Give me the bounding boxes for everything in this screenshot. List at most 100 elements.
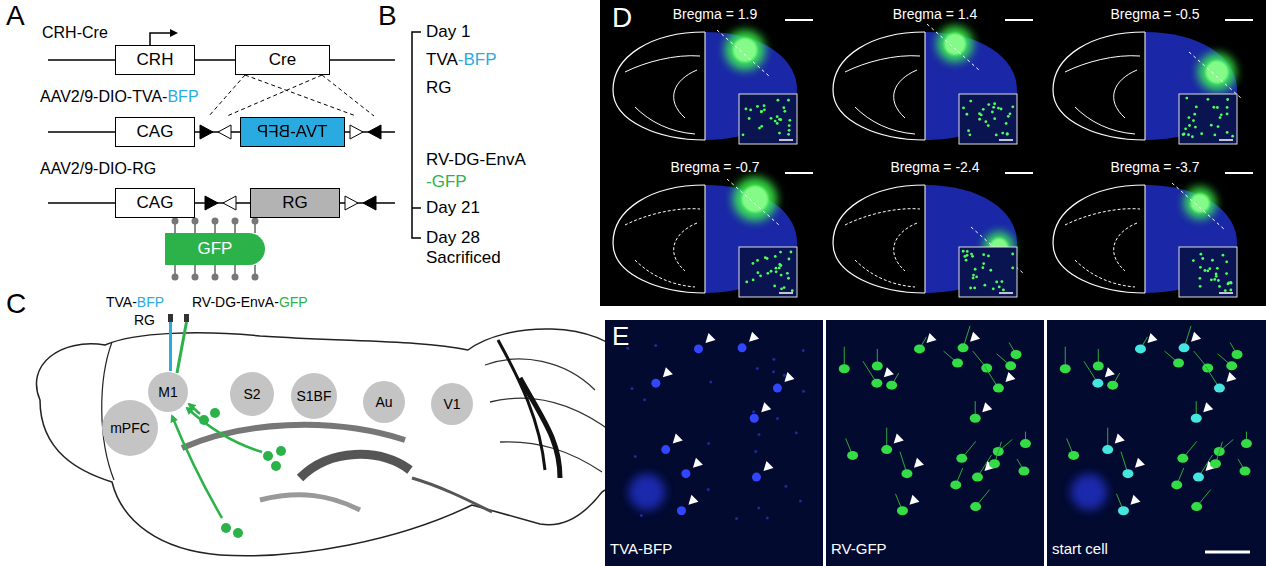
labeled-cell <box>787 277 790 280</box>
background-cell <box>735 517 738 520</box>
panel-letter: C <box>6 288 26 320</box>
atlas-outline <box>613 32 705 140</box>
labeled-cell <box>780 287 783 290</box>
construct-name: CRH-Cre <box>42 24 108 42</box>
arrowhead-marker <box>688 495 698 505</box>
inset-frame <box>739 94 797 144</box>
labeled-cell <box>987 124 990 127</box>
labeled-cell <box>1193 113 1196 116</box>
bregma-label: Bregma = 1.9 <box>673 6 757 22</box>
labeled-cell <box>1000 280 1003 283</box>
dna-line <box>48 202 395 204</box>
labeled-cell <box>759 274 762 277</box>
labeled-cell <box>777 99 780 102</box>
gfp-labeling <box>1206 61 1229 84</box>
gfp-cell <box>1005 361 1016 370</box>
brainstem-tract <box>412 478 492 512</box>
labeled-cell <box>969 287 972 290</box>
labeled-cell <box>974 268 977 271</box>
loxp-site <box>205 196 218 210</box>
injection-pipette <box>169 322 172 371</box>
scale-bar <box>1219 292 1233 294</box>
labeled-cell <box>1227 282 1230 285</box>
labeled-cell <box>1195 106 1198 109</box>
gfp-cell <box>881 445 892 454</box>
background-cell <box>776 417 779 420</box>
gfp-labeling <box>725 30 765 70</box>
gene-box: CRH <box>115 45 195 75</box>
scale-bar <box>779 292 793 294</box>
scale-bar <box>1005 19 1033 21</box>
labeled-cell <box>995 134 998 137</box>
gfp-labeling <box>733 177 777 221</box>
brain-region: mPFC <box>102 400 158 456</box>
gfp-cell <box>956 454 967 463</box>
labeled-cell <box>770 117 773 120</box>
panel-letter: B <box>378 0 397 32</box>
inset-frame <box>739 247 797 297</box>
node-label: V1 <box>443 396 460 412</box>
virus-name: RV-DG-EnvA <box>426 150 526 170</box>
micrograph-background <box>605 320 823 566</box>
labeled-cell <box>756 259 759 262</box>
brain-region: S1BF <box>291 373 337 419</box>
labeled-cell <box>776 115 779 118</box>
background-cell <box>707 488 710 491</box>
labeled-cell <box>983 284 986 287</box>
labeled-cell <box>1000 108 1003 111</box>
labeled-cell <box>774 120 777 123</box>
labeled-cell <box>1199 253 1202 256</box>
labeled-cell <box>982 253 985 256</box>
labeled-cell <box>1011 253 1014 256</box>
labeled-cell <box>1216 267 1219 270</box>
loxp-site <box>350 125 363 139</box>
gfp-cell <box>970 502 981 511</box>
glycoprotein-head <box>172 218 179 225</box>
labeled-cell <box>966 250 969 253</box>
labeled-cell <box>984 120 987 123</box>
timeline-note: Sacrificed <box>426 248 501 268</box>
labeled-cell <box>1220 113 1223 116</box>
gfp-labeling <box>742 186 768 212</box>
node-label: S2 <box>243 386 260 402</box>
labeled-cell <box>780 274 783 277</box>
region-border <box>1189 52 1241 98</box>
labeled-cell <box>775 270 778 273</box>
background-cell <box>772 370 775 373</box>
background-cell <box>709 380 712 383</box>
gfp-cell <box>1210 459 1221 468</box>
background-cell <box>643 398 646 401</box>
gfp-cell <box>1092 379 1103 388</box>
labeled-cell <box>989 269 992 272</box>
cerebellar-folia <box>485 359 612 472</box>
brain-region: M1 <box>148 372 188 412</box>
arrowhead-marker <box>970 332 980 342</box>
gfp-cell <box>1191 502 1202 511</box>
labeled-cell <box>786 272 789 275</box>
labeled-cell <box>1204 269 1207 272</box>
bfp-cluster <box>629 474 665 510</box>
labeled-cell <box>1218 285 1221 288</box>
bfp-cell <box>738 343 747 352</box>
labeled-cell <box>962 107 965 110</box>
gfp-cell <box>1102 445 1113 454</box>
background-cell <box>754 450 757 453</box>
arrowhead-marker <box>1130 495 1140 505</box>
arrowhead-marker <box>1135 458 1145 468</box>
micrograph-background <box>1047 320 1266 566</box>
pipette-cap <box>168 314 173 322</box>
gfp-cell <box>952 359 963 368</box>
gfp-cell <box>1232 350 1243 359</box>
labeled-cell <box>760 110 763 113</box>
loxp-site <box>368 125 381 139</box>
labeled-cell <box>993 117 996 120</box>
gfp-cell <box>897 506 908 515</box>
timeline-day: Day 21 <box>426 198 480 218</box>
virus-name: TVA <box>426 50 458 70</box>
labeled-cell <box>775 267 778 270</box>
cerebellar-white-matter <box>498 340 545 470</box>
gfp-cell <box>1020 439 1031 448</box>
glycoprotein-spike <box>254 224 256 233</box>
node-label: Au <box>375 394 392 410</box>
labeled-cell <box>1219 116 1222 119</box>
